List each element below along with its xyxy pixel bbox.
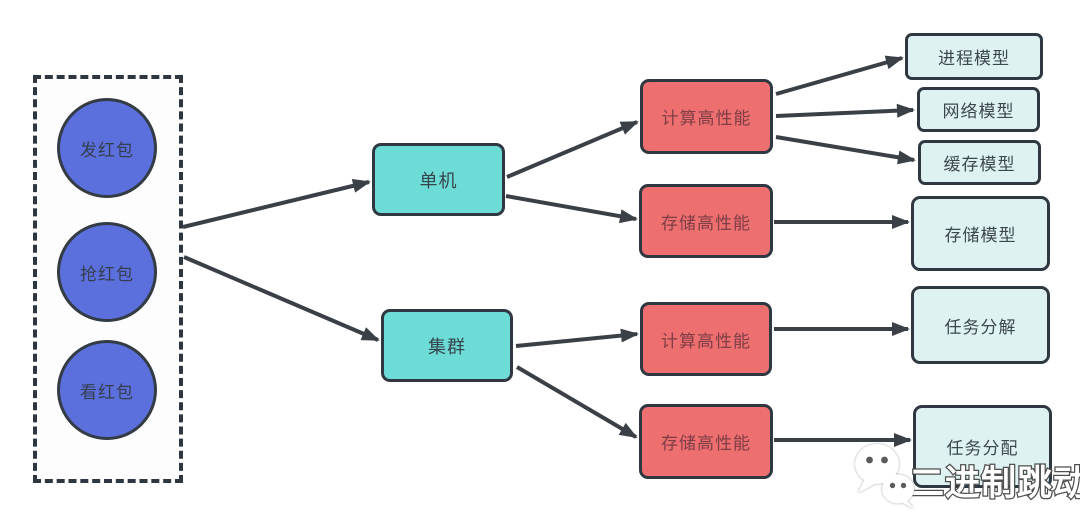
node-task-decompose: 任务分解 [911,286,1050,364]
node-compute-perf-standalone: 计算高性能 [640,79,773,154]
edge-group-cluster [183,255,380,342]
node-storage-model: 存储模型 [911,196,1050,271]
node-send-red-packet: 发红包 [57,98,157,198]
node-compute-perf-cluster: 计算高性能 [640,302,772,376]
edge-standalone-compute [506,120,639,179]
edge-cluster-storage [515,365,638,439]
node-label: 网络模型 [942,102,1015,121]
node-label: 看红包 [80,382,134,402]
watermark: 二进制跳动 [853,441,1080,509]
node-label: 缓存模型 [943,155,1016,174]
node-label: 任务分解 [944,317,1017,337]
edge-compute-process-model [775,55,904,96]
node-label: 存储高性能 [661,213,751,233]
node-view-red-packet: 看红包 [57,340,157,440]
node-label: 任务分配 [946,439,1019,458]
watermark-text: 二进制跳动 [908,462,1080,504]
node-label: 发红包 [80,140,134,160]
edge-group-standalone [182,178,371,229]
wechat-icon [855,444,914,509]
node-cache-model: 缓存模型 [918,140,1041,185]
node-grab-red-packet: 抢红包 [57,222,157,322]
node-task-assign: 任务分配 [913,405,1052,488]
node-process-model: 进程模型 [905,33,1043,80]
edge-standalone-storage [505,194,638,224]
edge-compute-network-model [775,103,915,118]
node-label: 存储模型 [944,226,1017,245]
node-standalone: 单机 [372,143,505,216]
node-cluster: 集群 [381,309,513,382]
node-label: 存储高性能 [661,434,751,453]
node-label: 抢红包 [80,264,134,284]
node-storage-perf-cluster: 存储高性能 [639,404,773,479]
node-label: 进程模型 [938,49,1010,68]
node-network-model: 网络模型 [917,87,1040,132]
node-label: 单机 [419,170,458,191]
edge-compute-cache-model [775,135,916,165]
node-label: 计算高性能 [661,331,751,351]
node-label: 计算高性能 [661,109,752,128]
node-storage-perf-standalone: 存储高性能 [639,184,773,258]
node-label: 集群 [428,336,466,357]
edge-cluster-compute [515,328,639,348]
